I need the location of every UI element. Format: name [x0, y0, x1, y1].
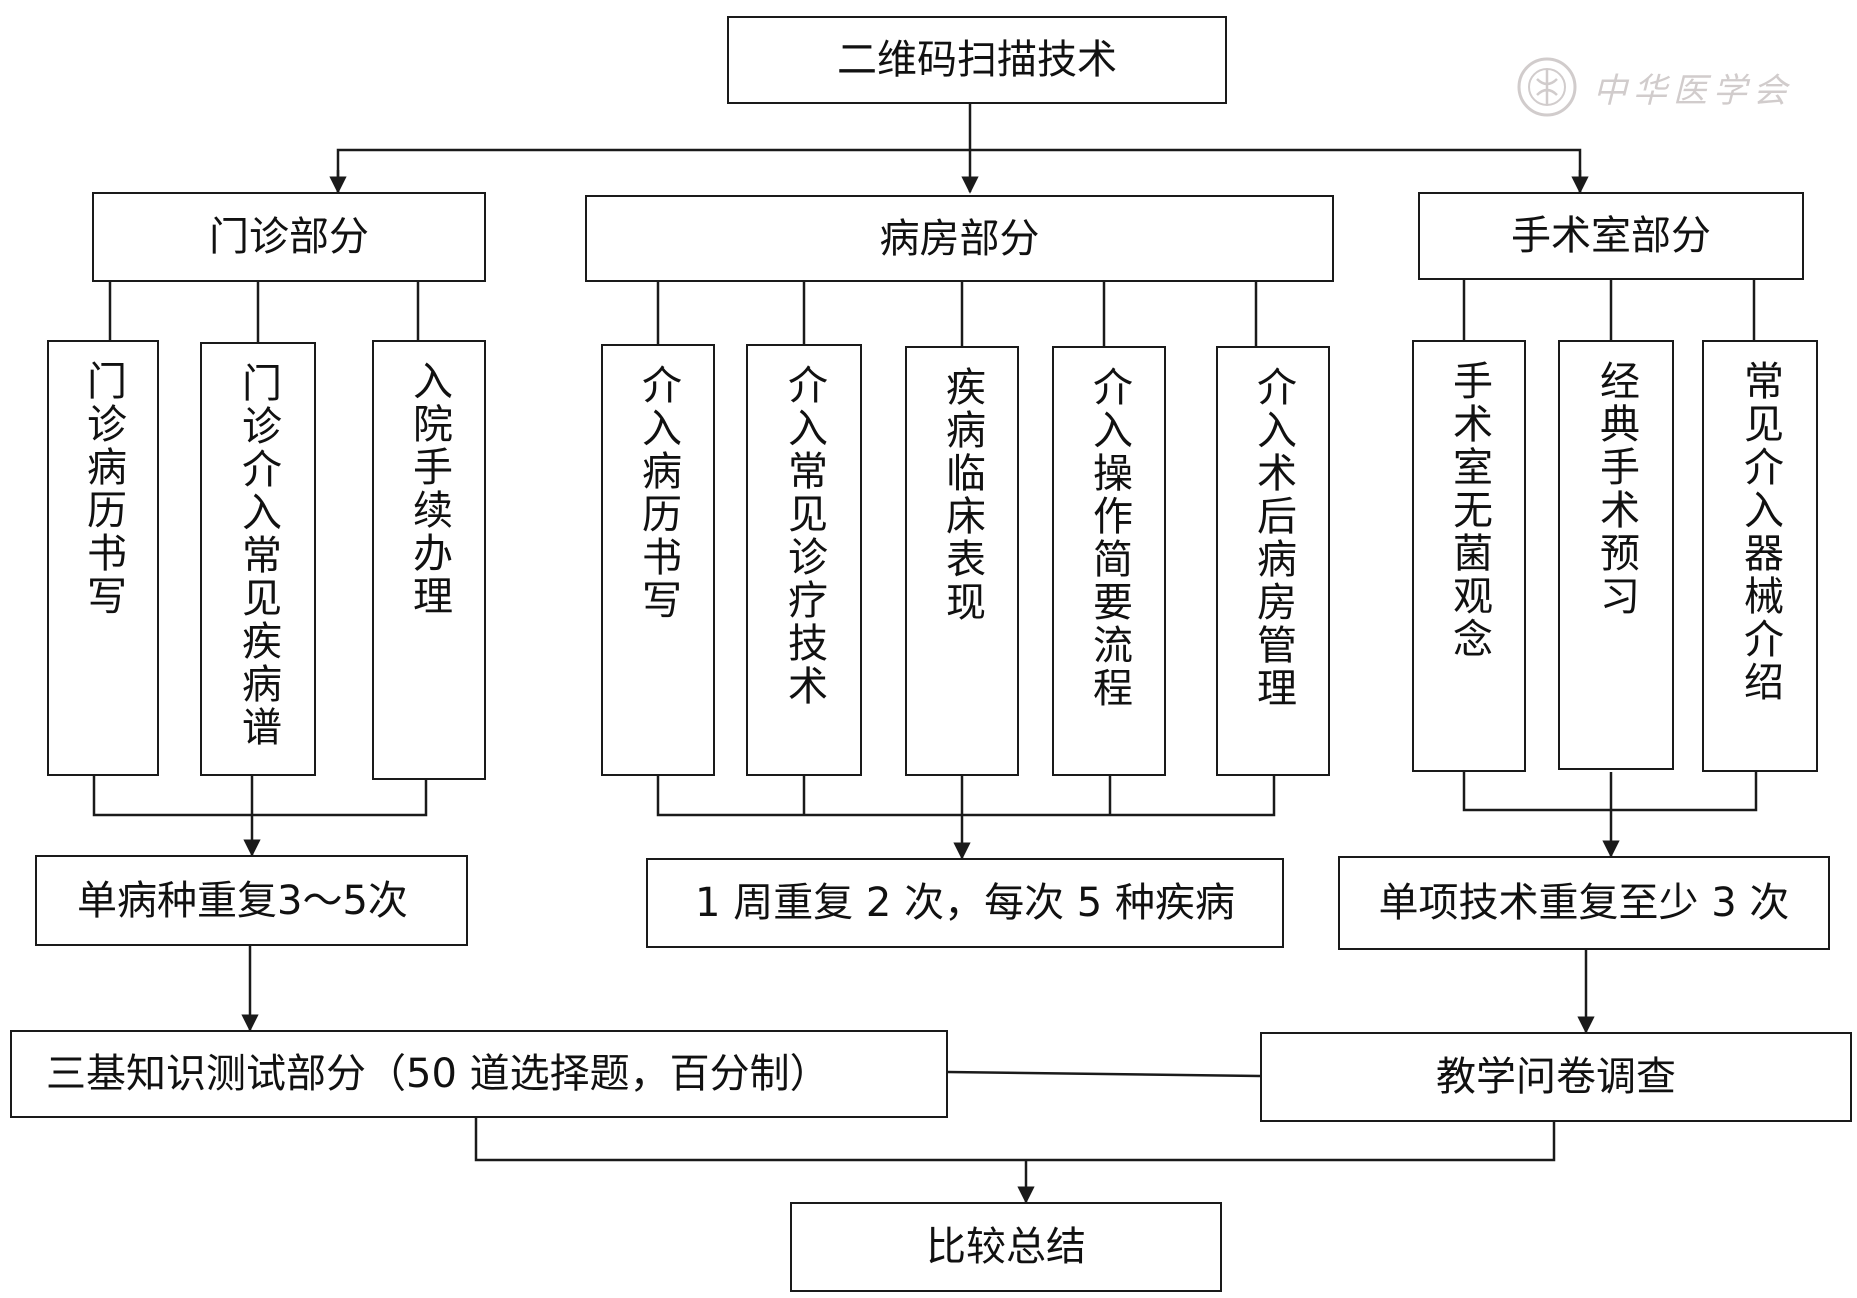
- outpatient-title: 门诊部分: [209, 214, 369, 260]
- ward-join-line: [656, 776, 1276, 817]
- survey-box: 教学问卷调查: [1260, 1032, 1852, 1122]
- ward-item-label: 介入常见诊疗技术: [781, 364, 827, 708]
- ward-item: 疾病临床表现: [905, 346, 1019, 776]
- society-emblem-icon: [1517, 57, 1577, 117]
- ward-item-label: 介入操作简要流程: [1086, 366, 1132, 710]
- root-label: 二维码扫描技术: [837, 37, 1117, 83]
- outpatient-item: 门诊病历书写: [47, 340, 159, 776]
- test-survey-link: [947, 1070, 1261, 1078]
- root-box: 二维码扫描技术: [727, 16, 1227, 104]
- survey-label: 教学问卷调查: [1436, 1054, 1676, 1100]
- ward-item-label: 疾病临床表现: [939, 366, 985, 624]
- watermark: 中华医学会: [1515, 55, 1793, 119]
- or-repeat-label: 单项技术重复至少 3 次: [1378, 880, 1790, 926]
- or-item-label: 手术室无菌观念: [1446, 360, 1492, 661]
- outpatient-repeat-box: 单病种重复3～5次: [35, 855, 468, 946]
- or-item: 常见介入器械介绍: [1702, 340, 1818, 772]
- or-item: 手术室无菌观念: [1412, 340, 1526, 772]
- root-branch-line: [336, 148, 1582, 192]
- ward-repeat-label: 1 周重复 2 次，每次 5 种疾病: [695, 880, 1235, 926]
- ward-header: 病房部分: [585, 195, 1334, 282]
- outpatient-item-label: 入院手续办理: [406, 360, 452, 618]
- ward-title: 病房部分: [879, 215, 1040, 262]
- ward-item: 介入常见诊疗技术: [746, 344, 862, 776]
- outpatient-item: 门诊介入常见疾病谱: [200, 342, 316, 776]
- knowledge-test-label: 三基知识测试部分（50 道选择题，百分制）: [46, 1051, 830, 1097]
- outpatient-header: 门诊部分: [92, 192, 486, 282]
- outpatient-join-line: [92, 776, 428, 817]
- or-item-label: 常见介入器械介绍: [1737, 360, 1783, 704]
- or-title: 手术室部分: [1511, 213, 1711, 259]
- or-item: 经典手术预习: [1558, 340, 1674, 770]
- ward-item: 介入病历书写: [601, 344, 715, 776]
- or-header: 手术室部分: [1418, 192, 1804, 280]
- outpatient-repeat-label: 单病种重复3～5次: [77, 877, 408, 924]
- ward-item-label: 介入病历书写: [635, 364, 681, 622]
- evaluation-join-line: [474, 1118, 1556, 1162]
- conclusion-box: 比较总结: [790, 1202, 1222, 1292]
- watermark-text: 中华医学会: [1593, 70, 1793, 111]
- ward-item-label: 介入术后病房管理: [1250, 366, 1296, 710]
- knowledge-test-box: 三基知识测试部分（50 道选择题，百分制）: [10, 1030, 948, 1118]
- ward-repeat-box: 1 周重复 2 次，每次 5 种疾病: [646, 858, 1284, 948]
- outpatient-item-label: 门诊病历书写: [80, 360, 126, 618]
- outpatient-item-label: 门诊介入常见疾病谱: [235, 362, 281, 749]
- or-repeat-box: 单项技术重复至少 3 次: [1338, 856, 1830, 950]
- ward-item: 介入操作简要流程: [1052, 346, 1166, 776]
- or-item-label: 经典手术预习: [1593, 360, 1639, 618]
- outpatient-item: 入院手续办理: [372, 340, 486, 780]
- ward-item: 介入术后病房管理: [1216, 346, 1330, 776]
- conclusion-label: 比较总结: [926, 1224, 1086, 1270]
